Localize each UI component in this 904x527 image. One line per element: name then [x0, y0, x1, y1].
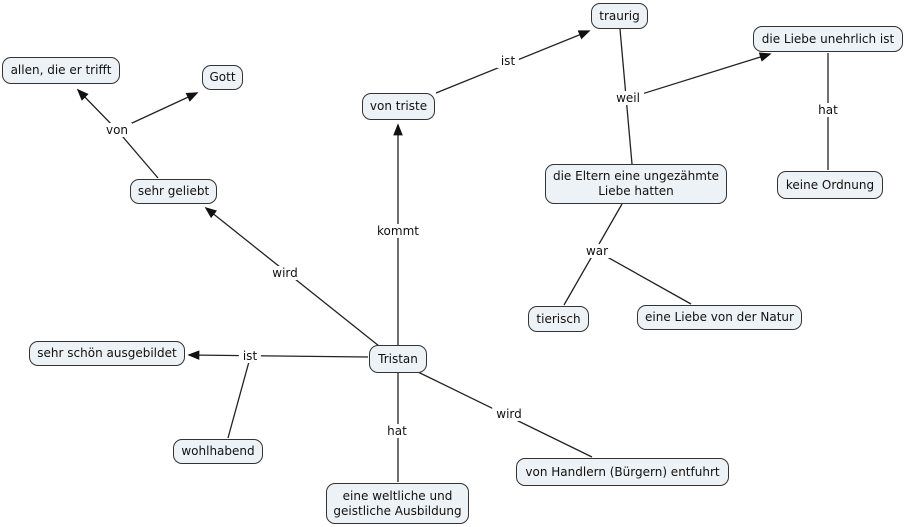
edge-label-kommt[interactable]: kommt [373, 224, 423, 238]
node-gott[interactable]: Gott [202, 65, 243, 90]
edge-label-hat-bottom[interactable]: hat [383, 424, 411, 438]
node-sehr-schoen-ausgebildet[interactable]: sehr schön ausgebildet [29, 341, 185, 366]
node-weltliche-geistliche-ausbildung[interactable]: eine weltliche und geistliche Ausbildung [326, 483, 469, 524]
edge-weil-liebeunehrlich [628, 52, 772, 99]
node-tierisch[interactable]: tierisch [528, 306, 589, 332]
node-traurig[interactable]: traurig [591, 3, 648, 29]
node-keine-ordnung[interactable]: keine Ordnung [777, 171, 883, 199]
node-die-liebe-unehrlich-ist[interactable]: die Liebe unehrlich ist [753, 26, 903, 52]
edge-label-ist-left[interactable]: ist [238, 349, 262, 363]
node-eine-liebe-von-der-natur[interactable]: eine Liebe von der Natur [637, 305, 802, 330]
node-von-triste[interactable]: von triste [362, 93, 435, 120]
edge-tristan-ausgebildet [187, 350, 369, 360]
edge-label-war[interactable]: war [581, 244, 613, 258]
edge-sehrgeliebt-von [116, 129, 159, 179]
node-allen-die-er-trifft[interactable]: allen, die er trifft [2, 57, 120, 84]
edge-label-wird-bottom[interactable]: wird [492, 407, 526, 421]
node-tristan[interactable]: Tristan [369, 345, 427, 373]
node-die-eltern-ungezaehmte-liebe[interactable]: die Eltern eine ungezähmte Liebe hatten [545, 164, 727, 204]
edge-ist-wohlhabend [227, 357, 251, 439]
edge-label-hat-right[interactable]: hat [814, 103, 842, 117]
edge-war-liebenatur [599, 252, 692, 305]
edge-label-wird-left[interactable]: wird [268, 266, 302, 280]
node-sehr-geliebt[interactable]: sehr geliebt [130, 179, 217, 204]
edge-label-weil[interactable]: weil [612, 91, 644, 105]
node-wohlhabend[interactable]: wohlhabend [173, 439, 263, 464]
edge-label-ist-top[interactable]: ist [496, 54, 520, 68]
node-von-handlern-entfuhrt[interactable]: von Handlern (Bürgern) entfuhrt [516, 458, 729, 486]
edge-label-von[interactable]: von [101, 123, 133, 137]
